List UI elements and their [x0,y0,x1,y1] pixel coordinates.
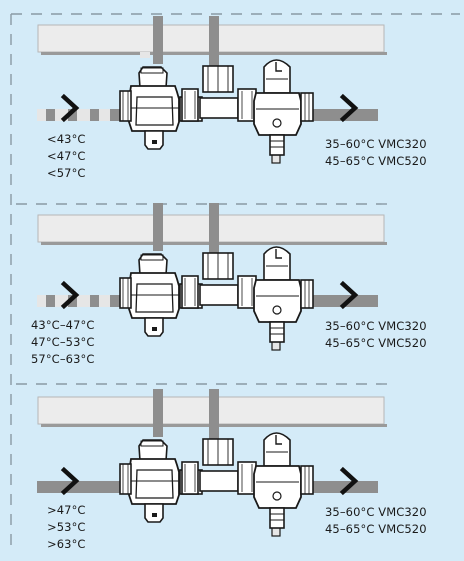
outlet-pipe [300,481,378,493]
inlet-temp-label: >53°C [47,520,86,534]
inlet-pipe [37,109,123,121]
dashed-frame [10,13,460,548]
inlet-pipe [37,295,123,307]
panel-2-outlet-labels: 35–60°C VMC320 45–65°C VMC520 [325,318,427,352]
inlet-temp-label: 57°C–63°C [31,352,95,366]
panel-3-outlet-labels: 35–60°C VMC320 45–65°C VMC520 [325,504,427,538]
inlet-temp-label: 43°C–47°C [31,318,95,332]
panel-1-outlet-labels: 35–60°C VMC320 45–65°C VMC520 [325,136,427,170]
panel-3 [37,389,387,536]
outlet-range-label: 35–60°C VMC320 [325,319,427,333]
inlet-temp-label: <47°C [47,149,86,163]
inlet-temp-label: <57°C [47,166,86,180]
outlet-range-label: 35–60°C VMC320 [325,137,427,151]
panel-2 [37,203,387,350]
panel-3-inlet-labels: >47°C >53°C >63°C [47,502,86,553]
outlet-pipe [300,295,378,307]
panel-2-inlet-labels: 43°C–47°C 47°C–53°C 57°C–63°C [31,317,94,368]
inlet-temp-label: >63°C [47,537,86,551]
outlet-range-label: 45–65°C VMC520 [325,522,427,536]
inlet-temp-label: <43°C [47,132,86,146]
outlet-pipe [300,109,378,121]
outlet-range-label: 45–65°C VMC520 [325,154,427,168]
outlet-range-label: 45–65°C VMC520 [325,336,427,350]
outlet-range-label: 35–60°C VMC320 [325,505,427,519]
inlet-pipe [37,481,123,493]
panel-1 [37,16,387,163]
inlet-temp-label: 47°C–53°C [31,335,95,349]
panel-1-inlet-labels: <43°C <47°C <57°C [47,131,86,182]
inlet-temp-label: >47°C [47,503,86,517]
